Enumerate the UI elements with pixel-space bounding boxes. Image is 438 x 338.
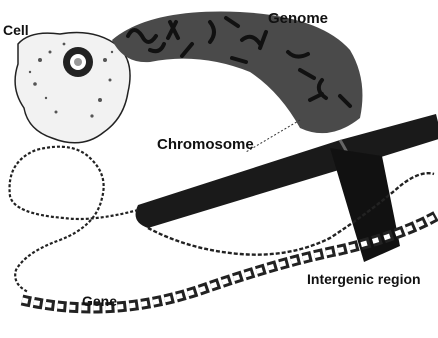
intergenic-region-label: Intergenic region [307,272,421,286]
chromatin-strand-loop [10,147,138,292]
genome-to-chromosome-connector [246,120,300,152]
gene-label: Gene [82,294,117,308]
cell-illustration [15,33,130,143]
cell-label: Cell [3,23,29,37]
genome-band [112,12,362,134]
chromosome-label: Chromosome [157,137,254,152]
genome-label: Genome [268,11,328,26]
